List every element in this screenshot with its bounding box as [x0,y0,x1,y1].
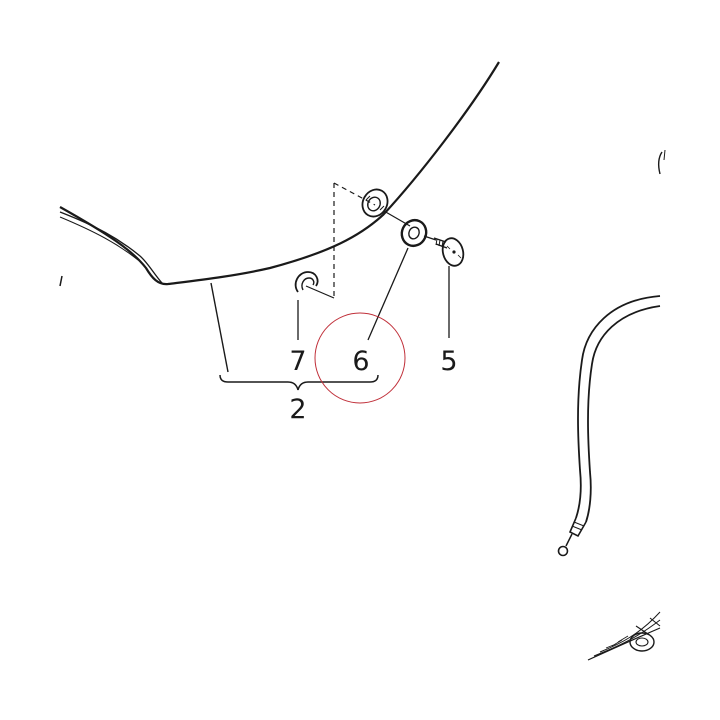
part-6-washer [367,218,437,341]
right-edge-fragment [657,149,666,175]
bottom-right-fragment [587,611,661,661]
callout-highlight-circle [314,312,406,404]
part-7-clip [294,271,319,340]
body-panel [59,61,500,287]
callout-2: 2 [289,394,306,425]
callout-6: 6 [352,346,369,377]
cable-assembly [557,295,661,557]
callout-5: 5 [440,346,457,377]
part-5-screw [433,237,465,338]
assembly-guide-lines [305,182,376,299]
part-2-bracket [210,282,379,391]
panel-grommet [361,188,411,227]
callout-7: 7 [289,346,306,377]
